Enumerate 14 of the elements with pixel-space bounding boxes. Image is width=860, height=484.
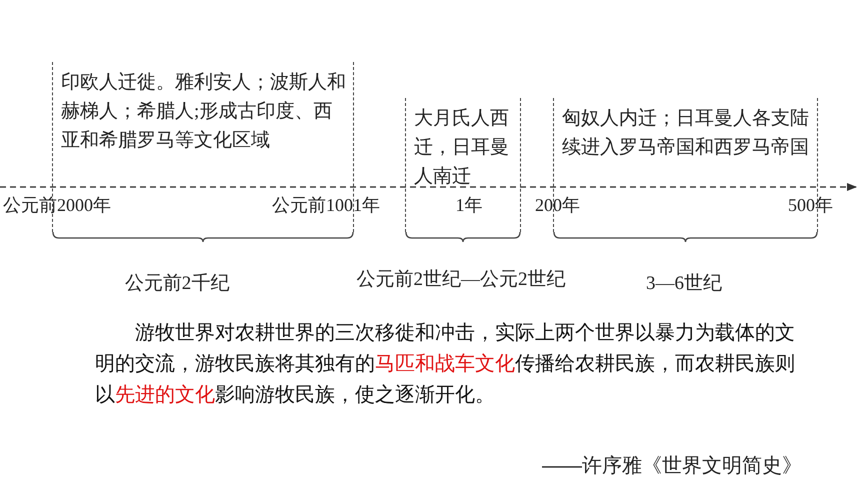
event-text: 大月氏人西迁，日耳曼人南迁 [414, 107, 510, 189]
tick-label: 500年 [788, 194, 833, 217]
tick-label: 公元前2000年 [3, 194, 111, 217]
period-box [405, 98, 521, 232]
period-label: 3—6世纪 [646, 272, 722, 296]
quote-source: ——许序雅《世界文明简史》 [542, 454, 802, 479]
tick-label: 200年 [535, 194, 580, 217]
period-label: 公元前2世纪—公元2世纪 [356, 268, 566, 292]
event-text: 印欧人迁徙。雅利安人；波斯人和赫梯人；希腊人;形成古印度、西亚和希腊罗马等文化区域 [61, 71, 347, 153]
tick-label: 公元前1001年 [272, 194, 380, 217]
tick-label: 1年 [456, 194, 482, 217]
event-text: 匈奴人内迁；日耳曼人各支陆续进入罗马帝国和西罗马帝国 [562, 107, 810, 160]
period-label: 公元前2千纪 [124, 272, 230, 296]
quote-paragraph: 游牧世界对农耕世界的三次移徙和冲击，实际上两个世界以暴力为载体的文明的交流，游牧民族将其独有的马匹和战车文化传播给农耕民族，而农耕民族则以先进的文化影响游牧民族，使之逐渐开化。 [95, 321, 796, 408]
